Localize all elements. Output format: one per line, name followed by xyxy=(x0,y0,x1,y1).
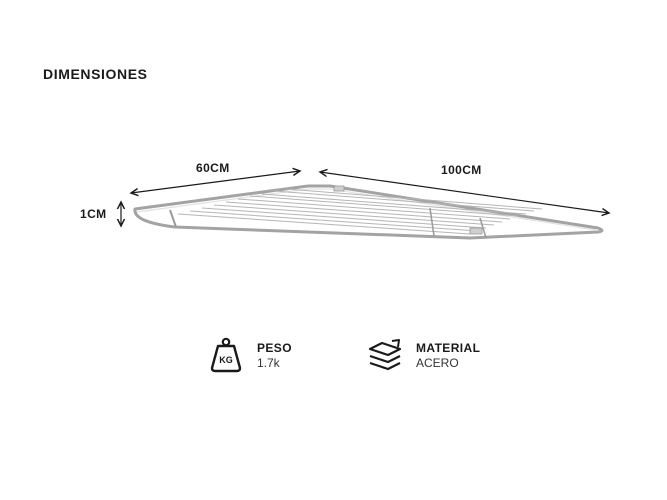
material-label: MATERIAL xyxy=(416,340,481,355)
weight-icon: KG xyxy=(210,337,242,373)
weight-label: PESO xyxy=(257,340,292,355)
material-spec: MATERIAL ACERO xyxy=(366,336,480,374)
material-value: ACERO xyxy=(416,355,459,370)
weight-icon-text: KG xyxy=(219,355,233,365)
layers-icon xyxy=(368,339,402,371)
section-title: DIMENSIONES xyxy=(43,66,148,82)
width-label: 60CM xyxy=(196,161,230,175)
width-dimension-arrow xyxy=(131,171,300,193)
drying-rack-illustration xyxy=(133,184,604,240)
weight-value: 1.7k xyxy=(257,355,280,370)
length-label: 100CM xyxy=(441,163,482,177)
weight-spec: KG PESO 1.7k xyxy=(207,336,292,374)
length-dimension-arrow xyxy=(320,172,609,213)
height-label: 1CM xyxy=(80,207,107,221)
